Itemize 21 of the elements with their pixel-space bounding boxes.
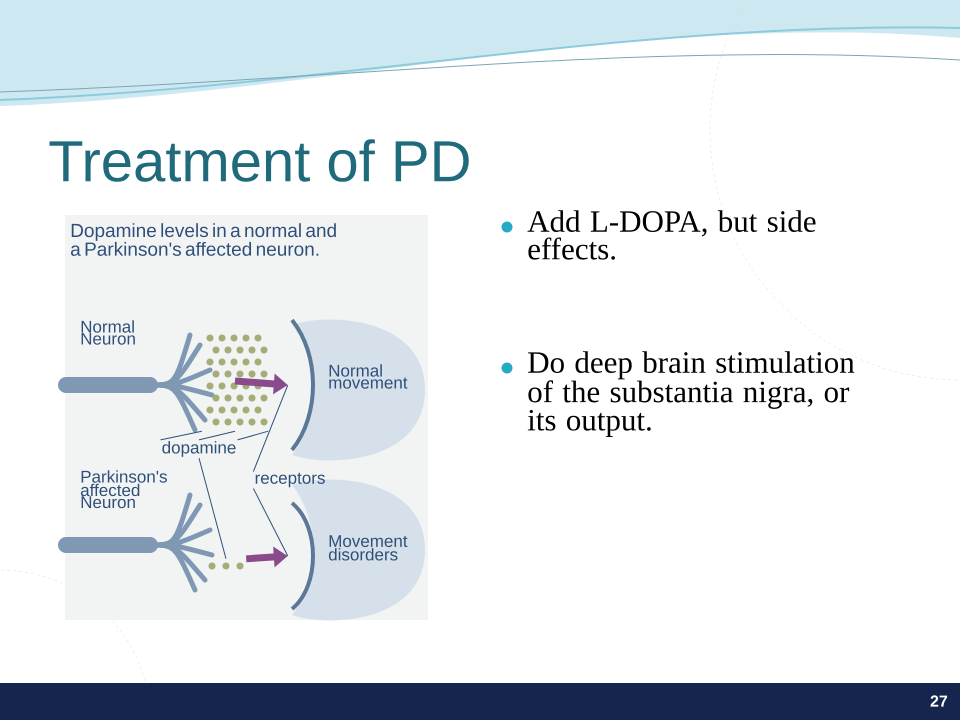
part-label: receptors	[256, 472, 325, 488]
bullet-item: Add L-DOPA, but side effects.	[502, 210, 816, 260]
page-number: 27	[930, 695, 948, 707]
leader-line	[252, 384, 288, 472]
leader-line	[252, 488, 288, 556]
leader-line	[237, 430, 269, 440]
leader-line	[160, 430, 202, 440]
part-label: Movement disorders	[328, 535, 408, 561]
slide-title: Treatment of PD	[50, 139, 469, 182]
part-label: Normal Neuron	[82, 320, 135, 345]
part-label: dopamine	[162, 441, 236, 457]
receptor-membrane	[290, 318, 315, 452]
dopamine-dots	[206, 334, 268, 426]
dopamine-dots	[208, 562, 244, 570]
bullet-item: Do deep brain stimulation of the substantia nigra, or its output.	[502, 351, 854, 437]
receptor-membrane	[290, 502, 315, 610]
figure-caption: Dopamine levels in a normal and a Parkinson's affected neuron.	[71, 223, 336, 256]
part-label: Normal movement	[329, 364, 408, 389]
leader-line	[198, 430, 236, 440]
part-label: Parkinson's affected Neuron	[80, 470, 167, 508]
leader-line	[198, 458, 226, 560]
